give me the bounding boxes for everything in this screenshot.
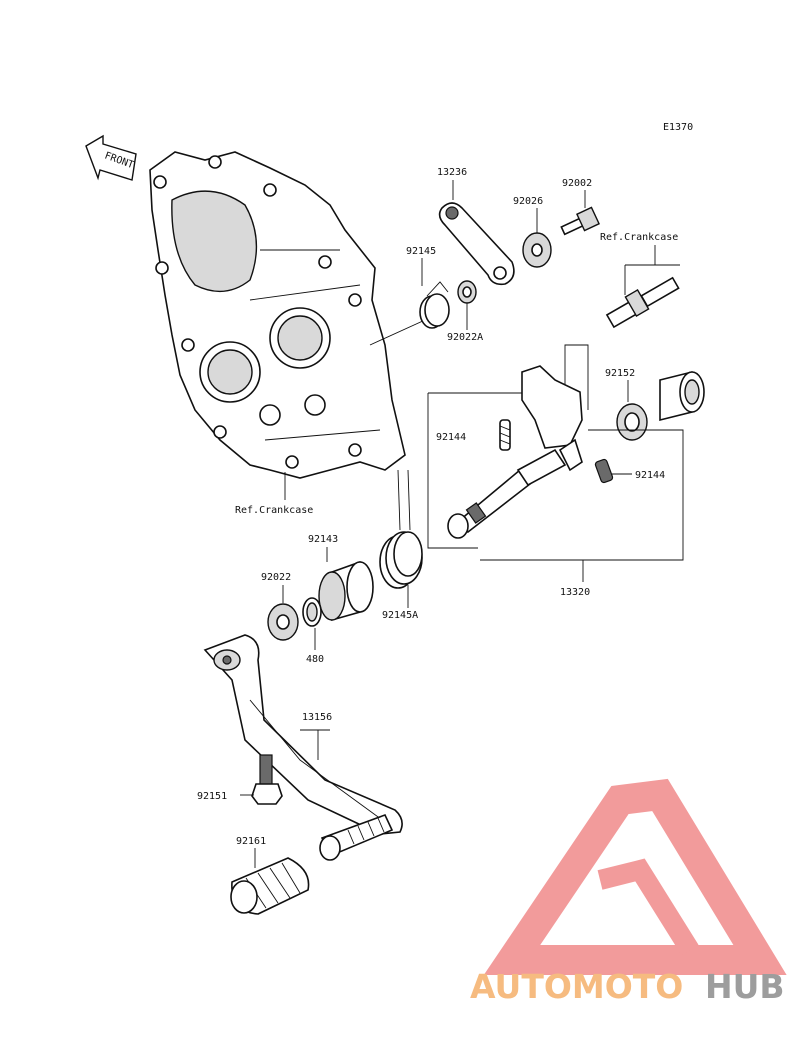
ref-crankcase-top: Ref.Crankcase: [600, 232, 678, 243]
front-arrow-icon: FRONT: [85, 134, 137, 181]
label-92145: 92145: [406, 246, 436, 257]
label-480: 480: [306, 654, 324, 665]
label-92161: 92161: [236, 836, 266, 847]
label-92144-left: 92144: [436, 432, 466, 443]
part-92022-washer: [267, 603, 299, 641]
label-13320: 13320: [560, 587, 590, 598]
part-92002-bolt: [560, 206, 600, 236]
part-92161-footpeg: [230, 813, 394, 915]
part-92022A-washer: [457, 280, 477, 304]
diagram-code: E1370: [663, 122, 693, 133]
part-92026-washer: [522, 232, 552, 268]
part-13236-lever: [438, 202, 515, 286]
label-92022: 92022: [261, 572, 291, 583]
part-92152-bearing: [616, 371, 705, 441]
crankcase-pin: [605, 276, 680, 329]
label-92152: 92152: [605, 368, 635, 379]
part-92144-spring-left: [499, 419, 511, 451]
part-480-circlip: [302, 597, 322, 627]
watermark-brand-part1: AUTOMOTO: [470, 967, 683, 1006]
label-92143: 92143: [308, 534, 338, 545]
ref-crankcase-bottom: Ref.Crankcase: [235, 505, 313, 516]
label-92144-right: 92144: [635, 470, 665, 481]
label-92026: 92026: [513, 196, 543, 207]
label-13156: 13156: [302, 712, 332, 723]
part-92144-spring-right: [594, 458, 614, 484]
part-13156-shift-pedal: [203, 634, 403, 835]
part-92145A-spring: [379, 469, 423, 589]
part-13320-shift-shaft: [447, 365, 583, 539]
watermark-brand-part2: HUB: [705, 967, 785, 1006]
crankcase-cover: [149, 151, 406, 479]
label-92002: 92002: [562, 178, 592, 189]
watermark-logo: AUTOMOTO HUB: [470, 778, 787, 1006]
label-92145A: 92145A: [382, 610, 418, 621]
part-92143-collar: [318, 561, 374, 622]
label-13236: 13236: [437, 167, 467, 178]
label-92151: 92151: [197, 791, 227, 802]
label-92022A: 92022A: [447, 332, 483, 343]
part-92145-spring: [419, 281, 450, 329]
part-92151-bolt: [251, 754, 283, 805]
